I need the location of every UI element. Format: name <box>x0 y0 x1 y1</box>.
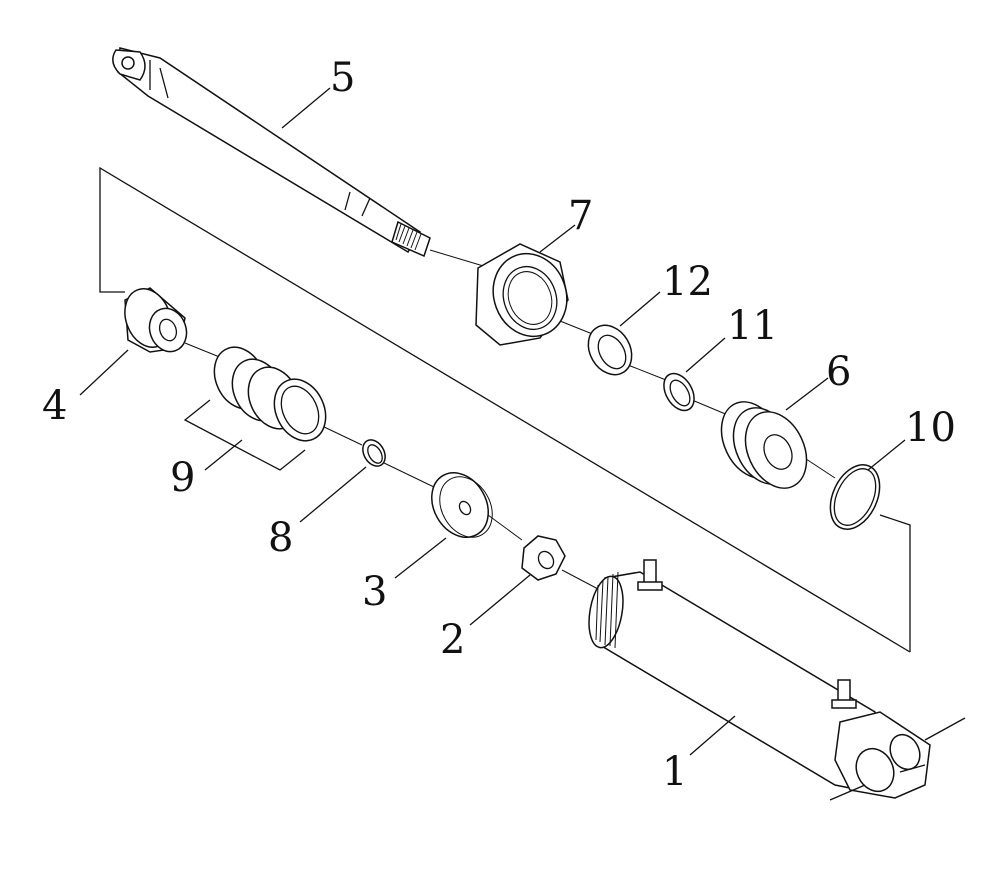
assembly-guide-lines <box>99 166 911 653</box>
backup-ring <box>299 439 386 523</box>
callout-2: 2 <box>440 617 466 663</box>
gland-nut <box>475 224 576 346</box>
callout-5: 5 <box>330 55 356 101</box>
washer <box>394 472 493 579</box>
callout-10: 10 <box>905 405 956 451</box>
callout-7: 7 <box>568 193 594 239</box>
o-ring-large <box>829 439 906 530</box>
o-ring-small <box>663 337 726 412</box>
piston-rod <box>112 47 431 258</box>
hex-nut <box>469 535 566 626</box>
callout-3: 3 <box>362 569 388 615</box>
callout-1: 1 <box>662 749 688 795</box>
callout-8: 8 <box>268 515 294 561</box>
piston <box>720 377 829 489</box>
callout-4: 4 <box>42 383 68 429</box>
cylinder-barrel <box>588 559 966 801</box>
callout-12: 12 <box>662 259 713 305</box>
bushing <box>79 287 188 396</box>
callout-6: 6 <box>826 349 852 395</box>
callout-11: 11 <box>727 303 778 349</box>
callout-9: 9 <box>170 455 196 501</box>
rod-seal <box>587 291 661 376</box>
seal-kit <box>183 346 327 471</box>
